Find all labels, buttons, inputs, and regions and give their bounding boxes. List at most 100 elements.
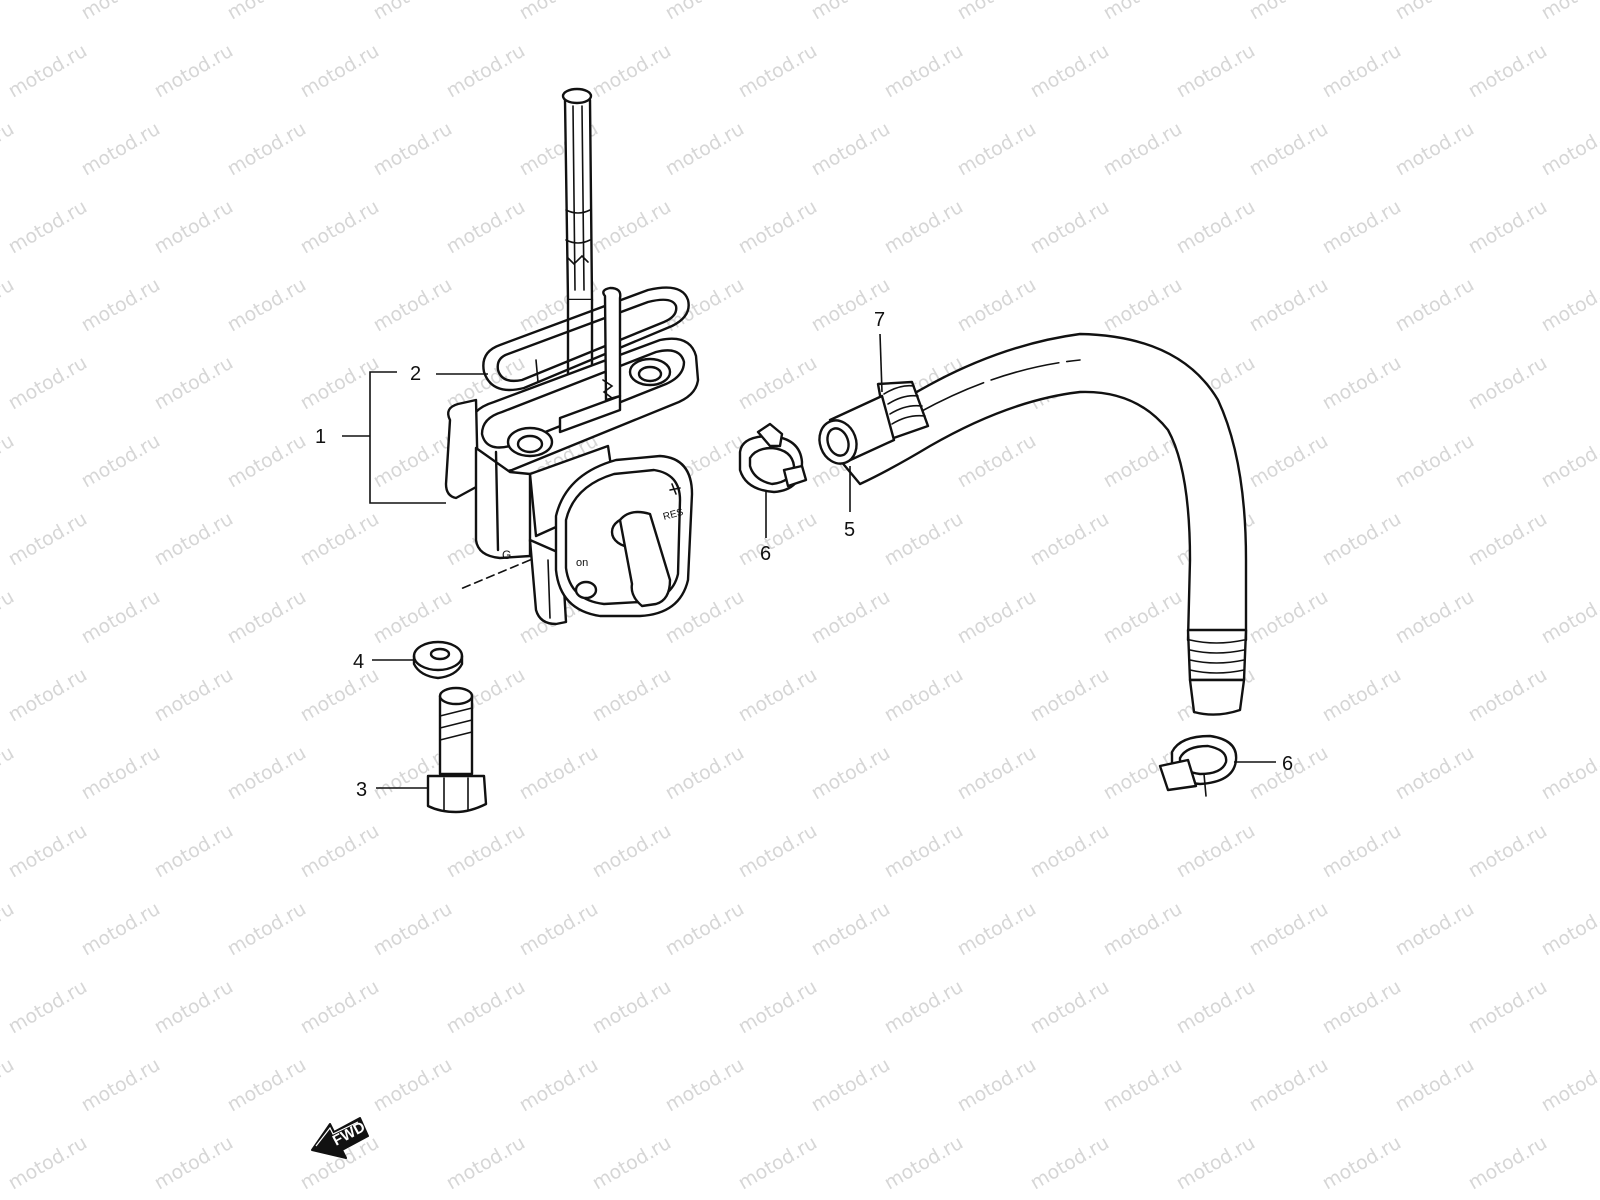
watermark-text: motod.ru [151,664,237,727]
watermark-text: motod.ru [1538,586,1600,649]
watermark-text: motod.ru [370,430,456,493]
watermark-text: motod.ru [5,976,91,1039]
watermark-text: motod.ru [297,664,383,727]
mark-on: on [576,557,588,569]
watermark-text: motod.ru [5,820,91,883]
fuel-hose [818,332,1248,716]
fuel-cock-assembly: G on RES [444,87,700,626]
watermark-text: motod.ru [1027,976,1113,1039]
watermark-text: motod.ru [662,118,748,181]
watermark-text: motod.ru [78,1054,164,1117]
watermark-text: motod.ru [1538,0,1600,24]
watermark-text: motod.ru [224,118,310,181]
watermark-text: motod.ru [1465,820,1551,883]
watermark-text: motod.ru [1319,352,1405,415]
watermark-text: motod.ru [5,508,91,571]
watermark-text: motod.ru [1465,1132,1551,1195]
watermark-text: motod.ru [78,586,164,649]
watermark-text: motod.ru [370,586,456,649]
watermark-text: motod.ru [78,742,164,805]
watermark-text: motod.ru [1173,820,1259,883]
watermark-text: motod.ru [954,0,1040,24]
watermark-text: motod.ru [5,664,91,727]
watermark-text: motod.ru [516,0,602,24]
watermark-text: motod.ru [1538,118,1600,181]
watermark-text: motod.ru [1100,898,1186,961]
bolt [426,686,488,814]
watermark-text: motod.ru [662,898,748,961]
watermark-text: motod.ru [808,742,894,805]
watermark-text: motod.ru [224,430,310,493]
watermark-text: motod.ru [1392,274,1478,337]
watermark-text: motod.ru [589,40,675,103]
watermark-text: motod.ru [0,1054,18,1117]
watermark-text: motod.ru [78,430,164,493]
watermark-text: motod.ru [5,352,91,415]
watermark-text: motod.ru [297,976,383,1039]
watermark-text: motod.ru [808,118,894,181]
callout-1: 1 [315,426,326,448]
watermark-text: motod.ru [151,508,237,571]
callout-3: 3 [356,779,367,801]
watermark-text: motod.ru [1319,196,1405,259]
watermark-text: motod.ru [1246,898,1332,961]
watermark-text: motod.ru [1100,0,1186,24]
watermark-text: motod.ru [1465,508,1551,571]
watermark-text: motod.ru [589,196,675,259]
watermark-text: motod.ru [151,352,237,415]
watermark-text: motod.ru [1173,976,1259,1039]
watermark-text: motod.ru [662,1054,748,1117]
watermark-text: motod.ru [1465,976,1551,1039]
watermark-text: motod.ru [1027,508,1113,571]
callout-4: 4 [353,651,364,673]
watermark-text: motod.ru [78,118,164,181]
watermark-text: motod.ru [516,898,602,961]
watermark-text: motod.ru [1173,40,1259,103]
watermark-text: motod.ru [1246,586,1332,649]
watermark-text: motod.ru [1027,1132,1113,1195]
watermark-text: motod.ru [0,898,18,961]
watermark-text: motod.ru [1246,274,1332,337]
watermark-text: motod.ru [1027,196,1113,259]
watermark-text: motod.ru [1173,196,1259,259]
watermark-text: motod.ru [78,898,164,961]
mounting-flange [468,286,700,474]
watermark-text: motod.ru [1392,586,1478,649]
watermark-text: motod.ru [224,1054,310,1117]
watermark-text: motod.ru [735,508,821,571]
mark-res: RES [662,507,685,523]
watermark-text: motod.ru [1538,274,1600,337]
watermark-text: motod.ru [224,586,310,649]
watermark-text: motod.ru [151,820,237,883]
watermark-text: motod.ru [224,742,310,805]
watermark-text: motod.ru [954,274,1040,337]
watermark-text: motod.ru [1392,1054,1478,1117]
watermark-text: motod.ru [151,196,237,259]
watermark-text: motod.ru [735,820,821,883]
watermark-text: motod.ru [443,40,529,103]
watermark-text: motod.ru [5,1132,91,1195]
hose-clip-upper [738,422,808,494]
watermark-text: motod.ru [1392,118,1478,181]
watermark-text: motod.ru [1246,1054,1332,1117]
watermark-text: motod.ru [443,976,529,1039]
watermark-text: motod.ru [516,742,602,805]
callout-6-upper: 6 [760,543,771,565]
watermark-text: motod.ru [662,0,748,24]
watermark-text: motod.ru [808,1054,894,1117]
watermark-text: motod.ru [808,586,894,649]
watermark-text: motod.ru [443,820,529,883]
watermark-text: motod.ru [1465,196,1551,259]
watermark-text: motod.ru [370,118,456,181]
watermark-text: motod.ru [1465,352,1551,415]
watermark-text: motod.ru [224,0,310,24]
watermark-text: motod.ru [1319,40,1405,103]
watermark-text: motod.ru [954,1054,1040,1117]
watermark-text: motod.ru [589,976,675,1039]
callout-5: 5 [844,519,855,541]
watermark-text: motod.ru [881,508,967,571]
callout-6-lower: 6 [1282,753,1293,775]
watermark-text: motod.ru [954,742,1040,805]
